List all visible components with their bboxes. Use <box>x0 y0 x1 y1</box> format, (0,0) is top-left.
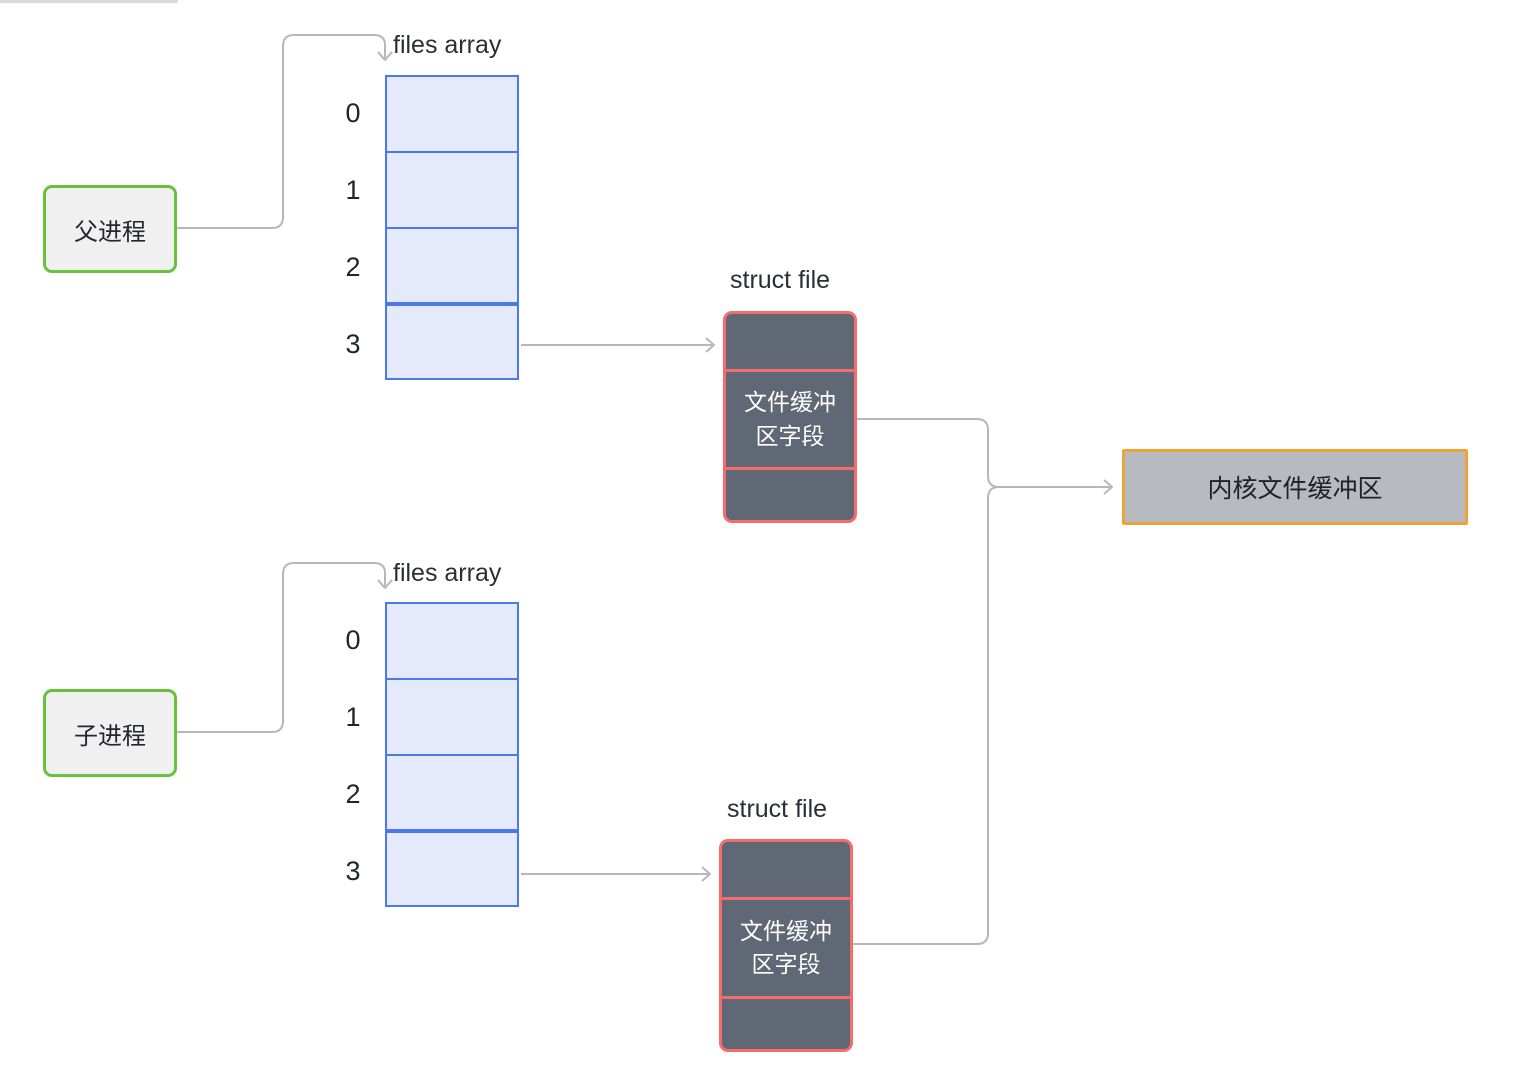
array-cell-0 <box>385 75 519 153</box>
fd-index-column-top: 0 1 2 3 <box>323 75 383 383</box>
fd-index-label: 3 <box>345 856 361 886</box>
files-array-bottom <box>385 602 519 907</box>
arrowhead-right-kernel <box>1103 479 1113 495</box>
struct-file-box-top: 文件缓冲 区字段 <box>723 311 857 523</box>
array-cell-3 <box>385 829 519 907</box>
array-cell-2 <box>385 227 519 305</box>
array-cell-1 <box>385 151 519 229</box>
array-cell-2 <box>385 754 519 832</box>
top-edge-artifact <box>0 0 178 3</box>
arrowhead-right-struct-bottom <box>701 866 711 882</box>
fd-index-label: 1 <box>345 702 361 732</box>
kernel-file-buffer-label: 内核文件缓冲区 <box>1207 475 1383 503</box>
buffer-field-line2: 区字段 <box>751 951 821 977</box>
array-cell-0 <box>385 602 519 680</box>
struct-file-section-bottom <box>726 470 854 520</box>
struct-file-label-top: struct file <box>730 266 831 294</box>
struct-file-section-top <box>726 314 854 369</box>
struct-file-section-bottom <box>722 999 850 1049</box>
struct-file-section-top <box>722 842 850 897</box>
fd-index-column-bottom: 0 1 2 3 <box>323 602 383 910</box>
array-cell-3 <box>385 302 519 380</box>
array-cell-1 <box>385 678 519 756</box>
struct-file-box-bottom: 文件缓冲 区字段 <box>719 839 853 1052</box>
arrowhead-right-struct-top <box>705 337 715 353</box>
buffer-field-line1: 文件缓冲 <box>740 917 832 944</box>
struct-file-label-bottom: struct file <box>727 795 828 823</box>
files-array-label-bottom: files array <box>393 559 502 587</box>
files-array-top <box>385 75 519 380</box>
fd-index-label: 0 <box>345 98 361 128</box>
buffer-field-line2: 区字段 <box>755 422 825 449</box>
fd-index-label: 1 <box>345 175 361 205</box>
struct-file-buffer-field: 文件缓冲 区字段 <box>726 369 854 470</box>
child-process-box: 子进程 <box>43 689 177 777</box>
struct-file-buffer-field: 文件缓冲 区字段 <box>722 897 850 999</box>
buffer-field-line1: 文件缓冲 <box>744 389 836 416</box>
parent-process-box: 父进程 <box>43 185 177 273</box>
parent-process-label: 父进程 <box>74 218 146 246</box>
connector-struct-bottom-to-junction <box>853 486 1000 945</box>
arrowhead-down-bottom <box>377 579 393 589</box>
connector-struct-top-to-kernel <box>857 418 1110 488</box>
fd-index-label: 3 <box>345 329 361 359</box>
fd-index-label: 0 <box>345 625 361 655</box>
fd-index-label: 2 <box>345 252 361 282</box>
kernel-file-buffer-box: 内核文件缓冲区 <box>1122 449 1468 525</box>
child-process-label: 子进程 <box>74 722 146 750</box>
fd-index-label: 2 <box>345 779 361 809</box>
arrowhead-down-top <box>377 51 393 61</box>
files-array-label-top: files array <box>393 31 502 59</box>
